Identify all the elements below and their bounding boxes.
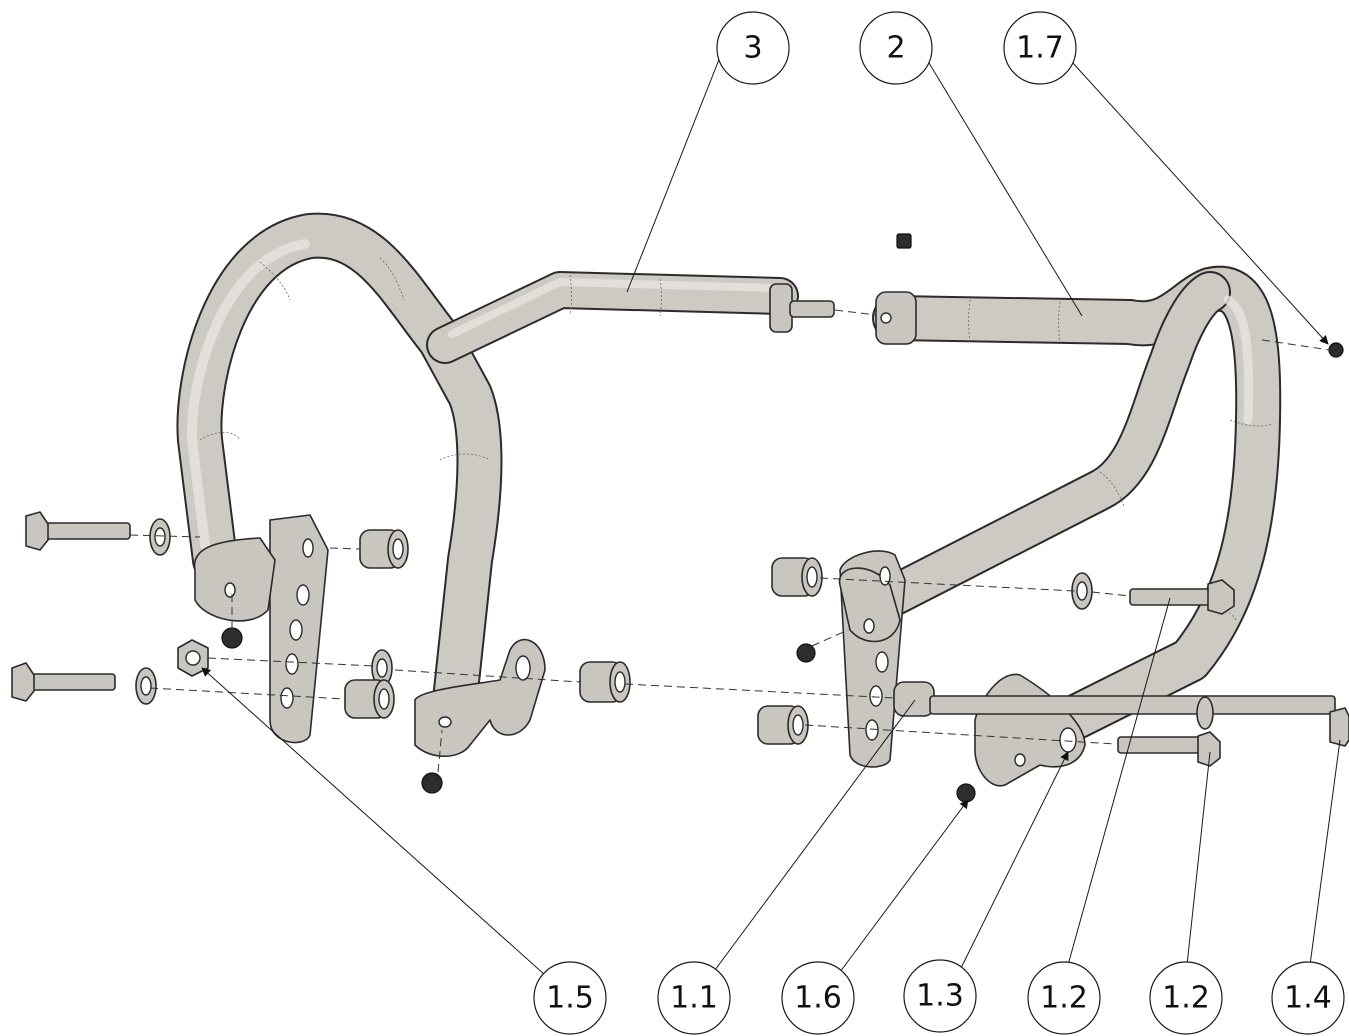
mounting-bracket-left-lower: [414, 638, 546, 757]
nut-left: [177, 639, 209, 677]
long-bolt-right: [929, 695, 1349, 747]
leader-1-6: [839, 799, 969, 973]
spacer-right-middle: [893, 681, 935, 717]
washer-right: [1071, 572, 1093, 610]
balloon-label: 1.7: [1016, 31, 1064, 66]
crash-bar-left: [176, 212, 835, 723]
assembly-axes: [129, 309, 1331, 773]
bolt-right-upper: [1129, 579, 1235, 615]
mounting-bracket-right-upper: [838, 550, 906, 768]
spacer-right-upper: [771, 557, 823, 597]
balloon-label: 1.6: [794, 981, 842, 1016]
bolt-left-lower: [11, 662, 116, 702]
leader-lines: [201, 56, 1341, 976]
leader-1-4: [1309, 739, 1341, 966]
balloon-label: 1.5: [546, 981, 594, 1016]
balloon-3: 3: [716, 11, 790, 85]
spacer-middle: [579, 661, 631, 703]
leader-3: [626, 56, 721, 293]
washer-left-middle: [371, 649, 393, 687]
washer-left-upper: [149, 518, 171, 556]
leader-1-5: [201, 667, 546, 976]
balloon-label: 2: [886, 31, 905, 66]
balloon-1-2-a: 1.2: [1027, 961, 1101, 1035]
balloon-1-1: 1.1: [657, 961, 731, 1035]
balloon-1-3: 1.3: [903, 959, 977, 1033]
spacer-right-lower: [757, 705, 809, 745]
balloon-2: 2: [859, 11, 933, 85]
balloon-label: 1.1: [670, 981, 718, 1016]
leader-2: [925, 57, 1083, 317]
balloon-label: 1.3: [916, 979, 964, 1014]
leader-1-2a: [1067, 597, 1171, 966]
leader-1-7: [1071, 61, 1329, 345]
mounting-bracket-left-upper: [193, 514, 329, 744]
spacer-left-lower: [344, 679, 395, 719]
balloon-1-6: 1.6: [781, 961, 855, 1035]
balloon-label: 1.2: [1162, 981, 1210, 1016]
mounting-bracket-right-lower: [974, 673, 1086, 787]
balloon-label: 3: [743, 31, 762, 66]
bolt-left-upper: [25, 511, 131, 551]
washer-left-lower: [135, 667, 157, 705]
bolt-right-lower: [1117, 731, 1221, 767]
crash-bar-right: [864, 265, 1282, 758]
balloon-1-4: 1.4: [1271, 961, 1345, 1035]
spacer-left-upper: [359, 529, 409, 569]
leader-1-1: [714, 699, 916, 971]
balloon-1-5: 1.5: [533, 961, 607, 1035]
balloon-label: 1.4: [1284, 981, 1332, 1016]
balloon-label: 1.2: [1040, 981, 1088, 1016]
balloon-1-2-b: 1.2: [1149, 961, 1223, 1035]
leader-1-2b: [1186, 751, 1211, 966]
leader-1-3: [959, 751, 1069, 971]
balloon-1-7: 1.7: [1003, 11, 1077, 85]
